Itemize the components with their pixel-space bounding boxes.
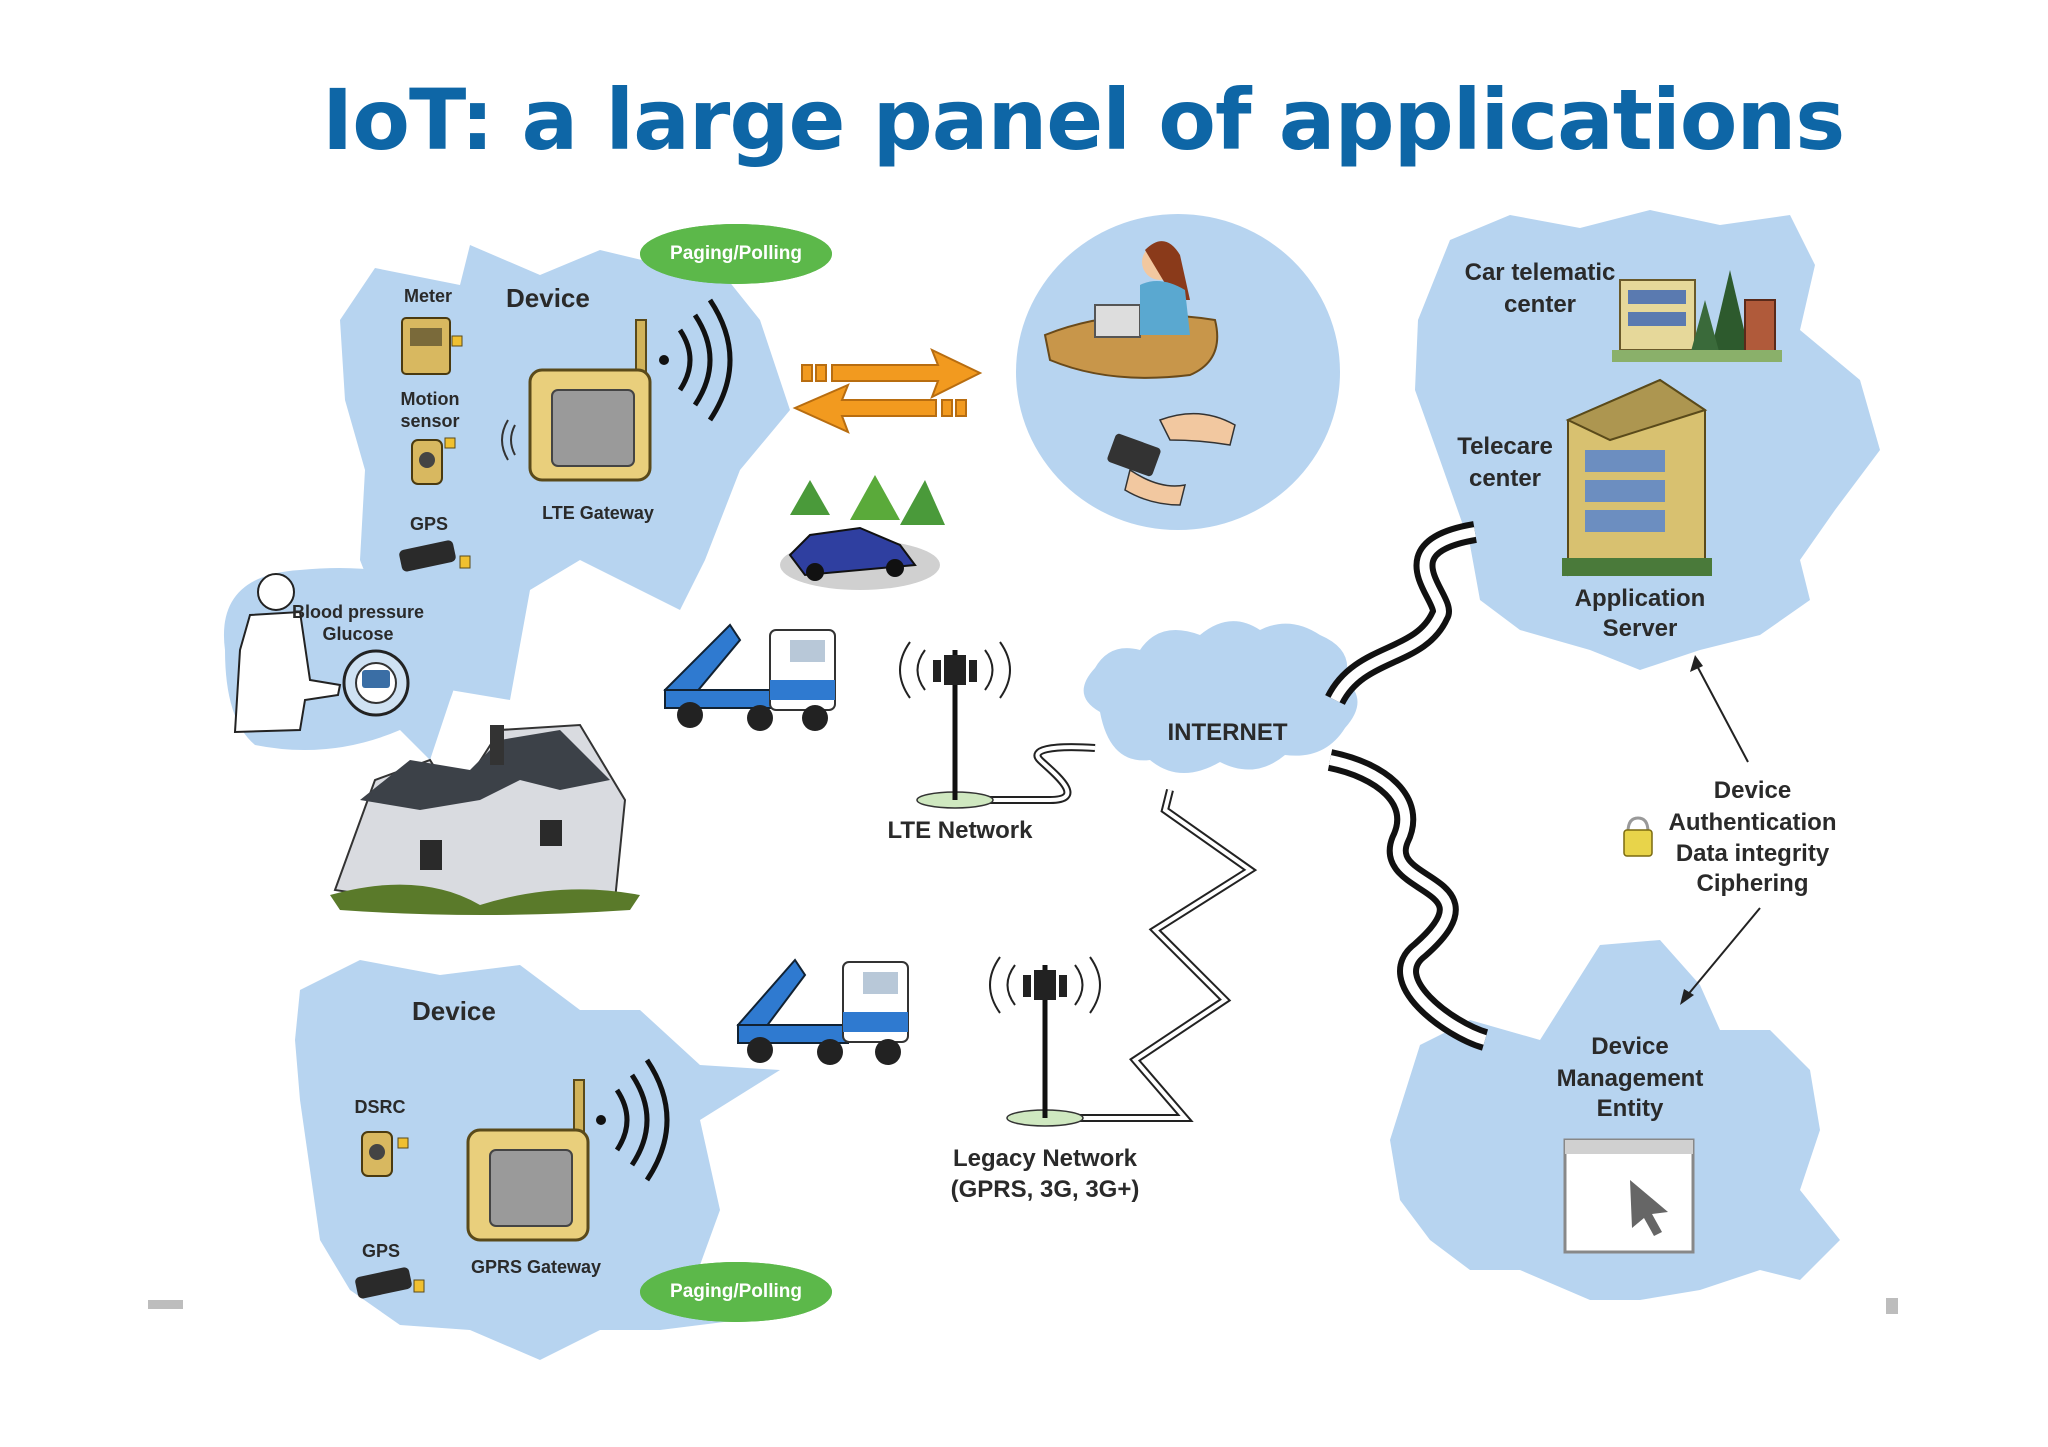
legacy-tower-icon: [989, 956, 1101, 1127]
gps-top-label: GPS: [409, 514, 448, 534]
security-label-2: Authentication: [1668, 809, 1837, 836]
health-label-1: Blood pressure: [291, 602, 425, 622]
truck-bottom-icon: [736, 958, 909, 1065]
dme-label-1: Device: [1591, 1033, 1669, 1060]
truck-top-icon: [663, 623, 836, 731]
legacy-network-label-1: Legacy Network: [952, 1145, 1138, 1172]
internet-cloud: [1083, 621, 1358, 774]
security-label-4: Ciphering: [1696, 870, 1809, 897]
motion-sensor-icon: [411, 437, 456, 485]
security-label-1: Device: [1713, 777, 1792, 804]
doctor-icon: [233, 573, 410, 734]
orange-arrow-right: [801, 347, 983, 400]
lte-link: [965, 743, 1096, 804]
dme-cloud: [1390, 940, 1840, 1300]
page-title: IoT: a large panel of applications: [322, 71, 1845, 169]
car-telematic-label-2: center: [1503, 291, 1577, 318]
dsrc-label: DSRC: [354, 1097, 406, 1117]
lte-network-label: LTE Network: [887, 817, 1033, 844]
dme-label-3: Entity: [1596, 1095, 1664, 1122]
gps-bottom-label: GPS: [361, 1241, 400, 1261]
pda-icon: [1107, 412, 1236, 506]
device-bottom-label: Device: [412, 996, 496, 1026]
lock-icon: [1623, 816, 1653, 857]
meter-label: Meter: [403, 286, 452, 306]
slide-bar-left: [148, 1300, 183, 1309]
security-arrow-up: [1694, 661, 1749, 763]
security-arrow-down: [1685, 907, 1761, 998]
dme-label-2: Management: [1556, 1065, 1704, 1092]
legacy-network-label-2: (GPRS, 3G, 3G+): [950, 1176, 1140, 1203]
gprs-gateway-icon: [466, 1058, 670, 1242]
slide-bar-right: [1886, 1298, 1898, 1314]
paging-pill-bottom: Paging/Polling: [640, 1262, 832, 1322]
lte-gateway-icon: [501, 298, 733, 482]
gprs-gateway-label: GPRS Gateway: [470, 1257, 602, 1277]
security-label-3: Data integrity: [1675, 840, 1830, 867]
orange-arrow-left: [792, 383, 967, 434]
telecare-label-2: center: [1468, 465, 1542, 492]
lte-tower-icon: [899, 641, 1011, 809]
house-icon: [330, 723, 640, 915]
motion-label-2: sensor: [400, 411, 460, 431]
road-to-server: [1325, 521, 1478, 706]
lte-gateway-label: LTE Gateway: [542, 503, 654, 523]
road-to-dme: [1327, 749, 1489, 1051]
office-worker-icon: [1043, 241, 1219, 379]
browser-window-icon: [1563, 1138, 1695, 1254]
device-top-label: Device: [506, 283, 590, 313]
gps-top-icon: [399, 540, 471, 572]
health-label-2: Glucose: [322, 624, 394, 644]
car-telematic-building-icon: [1612, 270, 1782, 362]
telecare-label-1: Telecare: [1457, 433, 1553, 460]
app-server-label-1: Application: [1574, 585, 1706, 612]
telecare-building-icon: [1562, 378, 1712, 577]
gps-bottom-icon: [355, 1267, 425, 1299]
car-telematic-label-1: Car telematic: [1464, 259, 1616, 286]
app-server-label-2: Server: [1602, 615, 1678, 642]
car-icon: [780, 475, 945, 590]
dsrc-icon: [361, 1131, 409, 1177]
meter-icon: [401, 317, 463, 375]
internet-label: INTERNET: [1167, 719, 1288, 746]
paging-pill-top: Paging/Polling: [640, 224, 832, 284]
motion-label-1: Motion: [400, 389, 460, 409]
legacy-link: [1045, 789, 1258, 1122]
